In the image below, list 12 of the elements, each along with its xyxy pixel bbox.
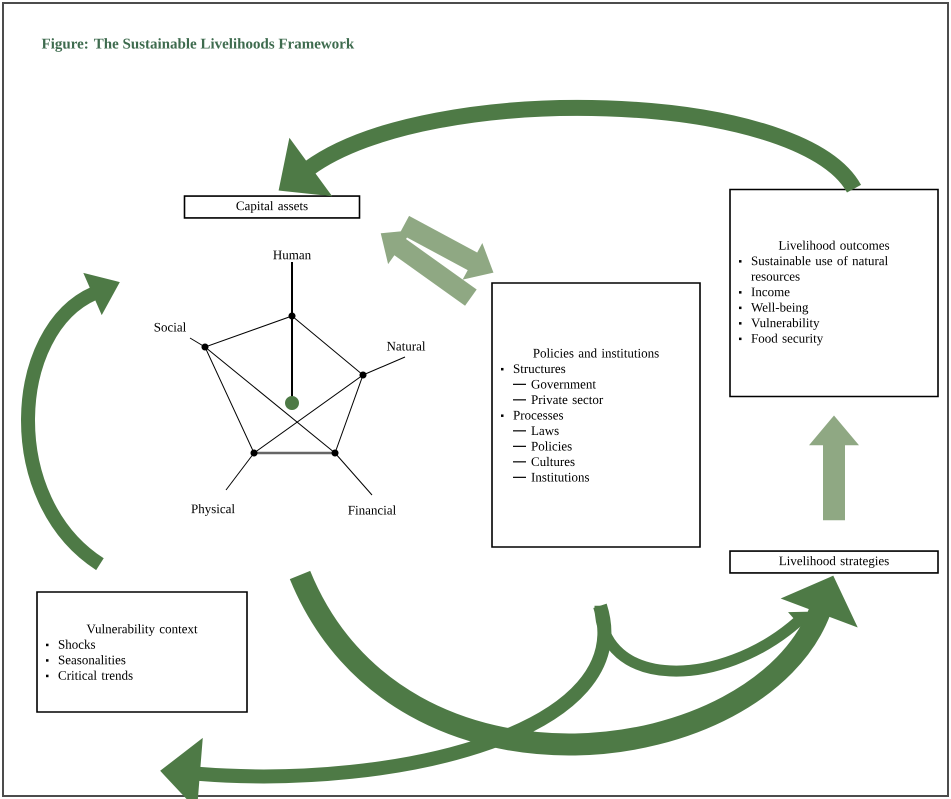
arrow — [594, 605, 809, 676]
axis-label: Financial — [348, 505, 396, 515]
label-box: Livelihood strategies — [729, 550, 939, 574]
title: Figure: The Sustainable Livelihoods Framework — [42, 38, 354, 52]
list-box: Vulnerability context Shocks Seasonalities Critical trends — [36, 591, 248, 713]
list-box: Livelihood outcomes Sustainable use of natural resources Income Well-being Vulnerability Food security — [729, 188, 939, 398]
axis-label: Human — [273, 250, 311, 260]
list-box: Policies and institutions Structures Government Private sector Processes Laws Policies Cultures Institutions — [491, 282, 701, 548]
label-box: Capital assets — [184, 195, 360, 219]
axis-label: Natural — [386, 341, 426, 351]
axis-label: Physical — [191, 504, 235, 516]
axis-label: Social — [154, 322, 186, 332]
